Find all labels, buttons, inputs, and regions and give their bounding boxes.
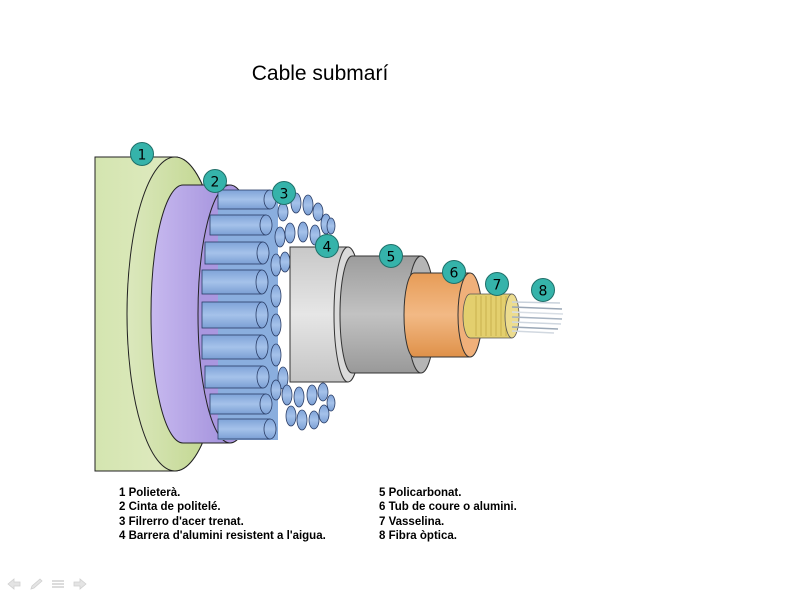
legend-item-1: 1 Polieterà. — [119, 487, 181, 499]
svg-text:3: 3 — [280, 187, 289, 203]
badge-7: 7 — [485, 272, 509, 296]
svg-text:1: 1 — [138, 148, 147, 164]
badge-2: 2 — [203, 169, 227, 193]
menu-icon[interactable] — [50, 577, 65, 590]
svg-text:5: 5 — [387, 250, 396, 266]
layer-steel-wires — [201, 189, 336, 440]
legend-item-3: 3 Filrerro d'acer trenat. — [119, 515, 244, 528]
legend-left: 1 Polieterà. 2 Cinta de politelé. 3 Filr… — [119, 486, 326, 543]
legend-item-2: 2 Cinta de politelé. — [119, 501, 221, 514]
svg-text:7: 7 — [493, 278, 502, 294]
legend-item-7: 7 Vasselina. — [379, 515, 445, 528]
layer-petroleum-jelly — [462, 293, 520, 339]
svg-text:6: 6 — [450, 266, 459, 282]
svg-text:2: 2 — [211, 175, 220, 191]
svg-text:8: 8 — [539, 284, 548, 300]
badge-5: 5 — [379, 244, 403, 268]
svg-text:4: 4 — [323, 240, 332, 256]
legend-item-6: 6 Tub de coure o alumini. — [379, 501, 517, 514]
diagram-title: Cable submarí — [251, 62, 389, 85]
slideshow-nav — [6, 577, 87, 591]
badge-3: 3 — [272, 181, 296, 205]
badge-1: 1 — [130, 142, 154, 166]
legend-item-4: 4 Barrera d'alumini resistent a l'aigua. — [119, 529, 326, 542]
legend-item-5: 5 Policarbonat. — [379, 487, 462, 499]
next-arrow-icon[interactable] — [72, 577, 87, 590]
badge-8: 8 — [531, 278, 555, 302]
badge-6: 6 — [442, 260, 466, 284]
prev-arrow-icon[interactable] — [6, 577, 21, 590]
legend-item-8: 8 Fibra òptica. — [379, 529, 457, 542]
legend-right: 5 Policarbonat. 6 Tub de coure o alumini… — [379, 486, 517, 543]
layer-optical-fiber — [511, 301, 564, 334]
pen-icon[interactable] — [28, 577, 43, 590]
badge-4: 4 — [315, 234, 339, 258]
